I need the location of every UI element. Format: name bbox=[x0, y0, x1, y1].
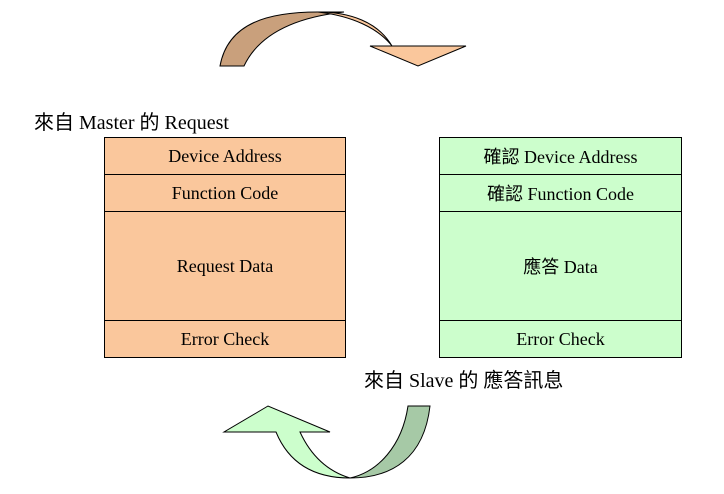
request-caption: 來自 Master 的 Request bbox=[34, 112, 229, 134]
bottom-arrow-head bbox=[222, 405, 351, 479]
request-data: Request Data bbox=[105, 212, 345, 321]
response-frame: 確認 Device Address 確認 Function Code 應答 Da… bbox=[439, 137, 682, 358]
top-arrow-head bbox=[317, 11, 467, 67]
request-frame: Device Address Function Code Request Dat… bbox=[104, 137, 346, 358]
response-caption: 來自 Slave 的 應答訊息 bbox=[364, 370, 564, 392]
response-device-address: 確認 Device Address bbox=[440, 138, 681, 175]
response-error-check: Error Check bbox=[440, 321, 681, 357]
bottom-arrow-body bbox=[349, 405, 431, 479]
response-data: 應答 Data bbox=[440, 212, 681, 321]
request-error-check: Error Check bbox=[105, 321, 345, 357]
top-arrow-body bbox=[219, 11, 345, 67]
request-function-code: Function Code bbox=[105, 175, 345, 212]
request-device-address: Device Address bbox=[105, 138, 345, 175]
response-function-code: 確認 Function Code bbox=[440, 175, 681, 212]
